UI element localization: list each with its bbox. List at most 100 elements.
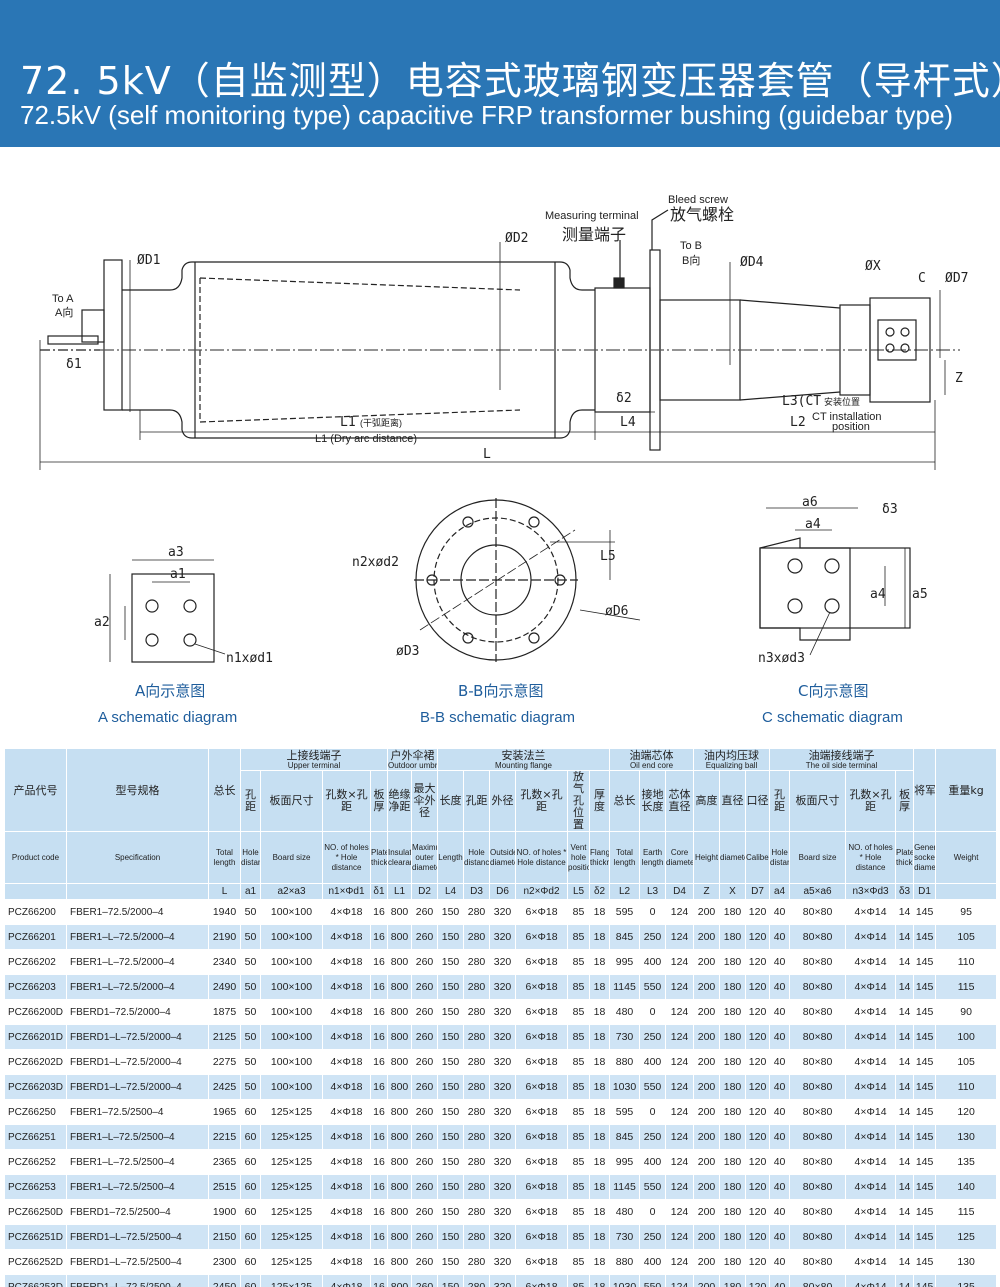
table-cell: 2515	[208, 1174, 241, 1200]
table-cell: 124	[665, 899, 695, 925]
table-cell: 200	[693, 949, 721, 975]
header-symbol-9: L4	[437, 883, 465, 900]
table-cell: 14	[895, 1149, 915, 1175]
table-cell: 180	[719, 974, 747, 1000]
dim-delta1: δ1	[66, 357, 82, 372]
table-cell: 4×Φ18	[322, 1099, 371, 1125]
table-cell: 18	[589, 1199, 611, 1225]
table-cell: 4×Φ18	[322, 899, 371, 925]
table-cell: 200	[693, 1149, 721, 1175]
table-cell: 14	[895, 1074, 915, 1100]
table-cell: 280	[463, 1049, 491, 1075]
table-cell: 50	[240, 1074, 261, 1100]
table-cell: 4×Φ14	[845, 1249, 897, 1275]
table-cell: 550	[639, 1174, 667, 1200]
table-cell: 250	[639, 1224, 667, 1250]
table-cell: 40	[769, 924, 791, 950]
table-cell: 250	[639, 1024, 667, 1050]
table-cell: 120	[745, 999, 771, 1025]
table-cell: 145	[913, 949, 937, 975]
table-cell: 180	[719, 1249, 747, 1275]
header-cn-12: 孔数×孔距	[515, 770, 569, 832]
header-cn-6: 板厚	[370, 770, 388, 832]
header-socket-cn: 将军座直径	[913, 748, 937, 832]
table-cell: 16	[370, 1124, 388, 1150]
table-cell: 85	[567, 949, 591, 975]
table-cell: 50	[240, 974, 261, 1000]
dim-a6: a6	[802, 495, 818, 510]
header-cn-9: 长度	[437, 770, 465, 832]
header-cn-5: 孔数×孔距	[322, 770, 371, 832]
table-cell: 16	[370, 1174, 388, 1200]
table-cell: 6×Φ18	[515, 1224, 569, 1250]
table-cell: 180	[719, 899, 747, 925]
header-cn-15: 总长	[609, 770, 641, 832]
header-symbol-6: δ1	[370, 883, 388, 900]
table-cell: 40	[769, 1099, 791, 1125]
table-cell: 60	[240, 1174, 261, 1200]
table-cell: 14	[895, 949, 915, 975]
table-cell: 200	[693, 1024, 721, 1050]
table-cell: 115	[935, 1199, 998, 1225]
table-cell: 1145	[609, 974, 641, 1000]
table-cell: 125×125	[260, 1274, 323, 1287]
table-cell: 260	[410, 949, 439, 975]
bleed-screw-label: Bleed screw	[668, 194, 728, 206]
table-cell: 1940	[208, 899, 241, 925]
table-cell: 125×125	[260, 1224, 323, 1250]
table-cell: PCZ66201	[4, 924, 67, 950]
table-cell: 280	[463, 1024, 491, 1050]
table-cell: 260	[410, 1174, 439, 1200]
table-cell: PCZ66201D	[4, 1024, 67, 1050]
table-cell: 320	[489, 1224, 517, 1250]
table-cell: 6×Φ18	[515, 924, 569, 950]
to-b-label: To B	[680, 240, 702, 252]
table-cell: 16	[370, 1049, 388, 1075]
header-en-9: Length	[437, 831, 465, 884]
table-cell: 200	[693, 899, 721, 925]
table-cell: 200	[693, 924, 721, 950]
table-cell: PCZ66250D	[4, 1199, 67, 1225]
table-cell: 595	[609, 899, 641, 925]
header-symbol-26	[935, 883, 998, 900]
dim-a5: a5	[912, 587, 928, 602]
table-cell: 320	[489, 1049, 517, 1075]
table-cell: 18	[589, 1074, 611, 1100]
table-cell: 95	[935, 899, 998, 925]
header-symbol-5: n1×Φd1	[322, 883, 371, 900]
table-cell: 14	[895, 1099, 915, 1125]
header-en-11: Outside diameter	[489, 831, 517, 884]
table-cell: 124	[665, 1049, 695, 1075]
header-en-18: Height	[693, 831, 721, 884]
table-cell: 125	[935, 1224, 998, 1250]
table-cell: 16	[370, 949, 388, 975]
dim-d3: øD3	[396, 644, 419, 659]
table-cell: 320	[489, 974, 517, 1000]
header-en-22: Board size	[789, 831, 847, 884]
table-cell: 80×80	[789, 1249, 847, 1275]
table-cell: 60	[240, 1099, 261, 1125]
header-en-14: Flange thickness	[589, 831, 611, 884]
table-cell: 16	[370, 1199, 388, 1225]
title-chinese: 72. 5kV（自监测型）电容式玻璃钢变压器套管（导杆式）	[20, 59, 1000, 103]
table-cell: 800	[387, 1224, 412, 1250]
table-cell: 1900	[208, 1199, 241, 1225]
table-cell: 18	[589, 1049, 611, 1075]
dim-z: Z	[955, 371, 963, 386]
table-cell: FBERD1–L–72.5/2000–4	[66, 1024, 209, 1050]
table-cell: 140	[935, 1174, 998, 1200]
table-cell: 85	[567, 899, 591, 925]
table-cell: 120	[745, 1124, 771, 1150]
table-cell: 6×Φ18	[515, 1249, 569, 1275]
table-cell: 150	[437, 1224, 465, 1250]
header-cn-17: 芯体直径	[665, 770, 695, 832]
table-cell: 18	[589, 1224, 611, 1250]
table-cell: 200	[693, 999, 721, 1025]
